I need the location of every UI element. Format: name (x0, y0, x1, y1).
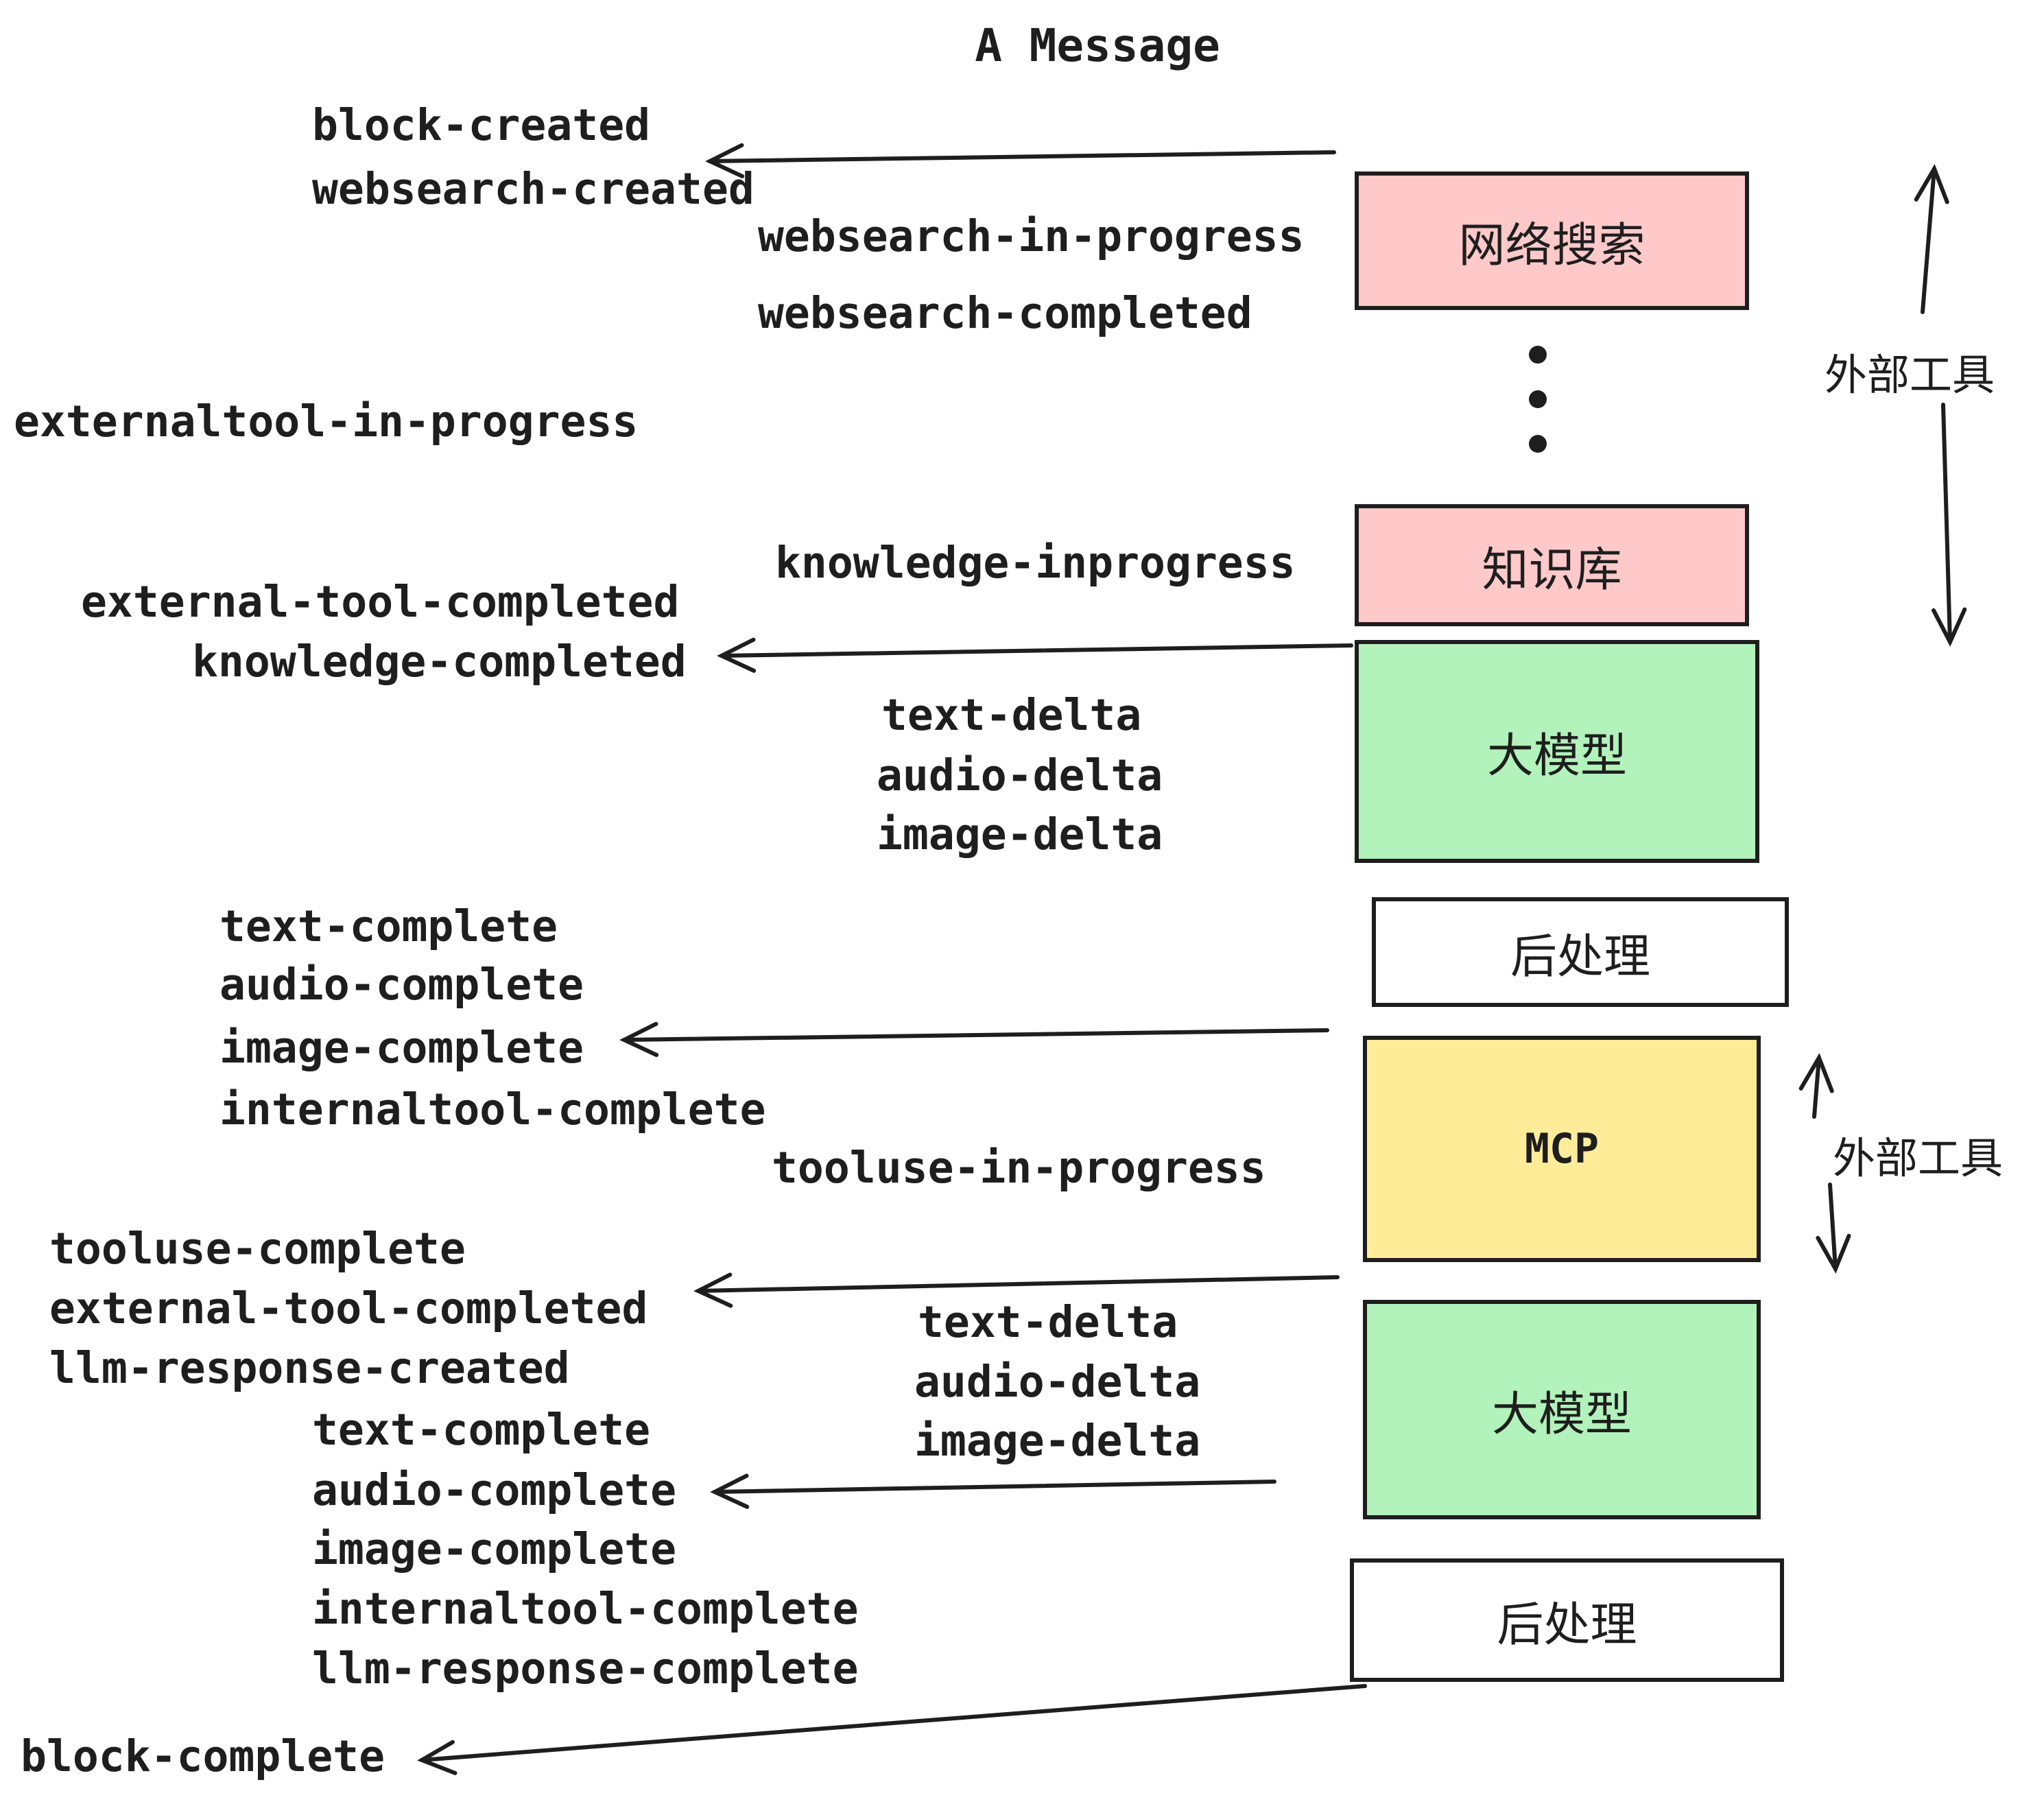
label-block-created: block-created (312, 100, 651, 150)
box-knowledge: 知识库 (1355, 504, 1749, 626)
label-llm-response-complete: llm-response-complete (312, 1643, 859, 1694)
label-text-delta-1: text-delta (881, 690, 1142, 740)
box-postprocess-1-label: 后处理 (1510, 930, 1650, 983)
arrow-external-tools-down-2 (1816, 1183, 1851, 1274)
arrow-to-block-complete (417, 1684, 1367, 1775)
label-audio-delta-1: audio-delta (877, 750, 1163, 800)
label-internaltool-complete-2: internaltool-complete (312, 1584, 859, 1634)
label-llm-response-created: llm-response-created (49, 1343, 570, 1393)
box-llm-1-label: 大模型 (1486, 730, 1627, 782)
arrow-to-tooluse-complete (693, 1272, 1340, 1308)
label-image-delta-2: image-delta (914, 1416, 1201, 1466)
box-mcp-label: MCP (1524, 1125, 1600, 1173)
arrow-to-block-created (705, 143, 1336, 178)
label-knowledge-inprogress: knowledge-inprogress (775, 538, 1296, 588)
label-external-tool-completed-1: external-tool-completed (81, 577, 680, 627)
ellipsis-dot (1529, 390, 1547, 408)
arrow-to-image-complete (619, 1021, 1329, 1057)
arrow-to-audio-complete (710, 1473, 1276, 1509)
external-tools-label-2: 外部工具 (1833, 1135, 2004, 1183)
label-tooluse-complete: tooluse-complete (49, 1224, 466, 1274)
ellipsis-dot (1529, 435, 1547, 453)
label-text-complete-2: text-complete (312, 1405, 651, 1455)
label-websearch-in-progress: websearch-in-progress (758, 211, 1305, 261)
arrow-external-tools-up-2 (1798, 1053, 1834, 1119)
box-knowledge-label: 知识库 (1482, 543, 1622, 596)
label-block-complete: block-complete (21, 1731, 385, 1781)
label-tooluse-in-progress: tooluse-in-progress (772, 1143, 1266, 1193)
label-image-complete-1: image-complete (219, 1023, 584, 1073)
box-websearch: 网络搜索 (1355, 171, 1749, 310)
box-mcp: MCP (1363, 1036, 1761, 1262)
label-knowledge-completed: knowledge-completed (192, 637, 687, 687)
label-image-delta-1: image-delta (877, 809, 1163, 859)
ellipsis-dot (1529, 346, 1547, 364)
label-audio-delta-2: audio-delta (914, 1357, 1201, 1407)
label-text-complete-1: text-complete (219, 901, 558, 951)
box-postprocess-2-label: 后处理 (1497, 1598, 1637, 1651)
arrow-external-tools-up-1 (1914, 164, 1949, 314)
external-tools-label-1: 外部工具 (1825, 352, 1995, 399)
box-postprocess-1: 后处理 (1372, 897, 1789, 1007)
label-externaltool-in-progress: externaltool-in-progress (14, 396, 639, 447)
label-audio-complete-1: audio-complete (219, 960, 584, 1010)
label-websearch-created: websearch-created (312, 164, 754, 214)
arrow-external-tools-down-1 (1932, 403, 1967, 647)
arrow-to-knowledge-completed (717, 637, 1353, 673)
box-llm-2-label: 大模型 (1491, 1388, 1632, 1440)
box-websearch-label: 网络搜索 (1458, 219, 1645, 272)
box-llm-2: 大模型 (1363, 1300, 1761, 1519)
box-llm-1: 大模型 (1355, 640, 1759, 863)
label-text-delta-2: text-delta (918, 1297, 1178, 1347)
label-audio-complete-2: audio-complete (312, 1465, 677, 1515)
label-external-tool-completed-2: external-tool-completed (49, 1283, 648, 1333)
label-image-complete-2: image-complete (312, 1524, 677, 1574)
label-websearch-completed: websearch-completed (758, 288, 1252, 338)
label-internaltool-complete-1: internaltool-complete (219, 1084, 766, 1135)
page-title: A Message (975, 19, 1220, 72)
box-postprocess-2: 后处理 (1350, 1558, 1784, 1682)
